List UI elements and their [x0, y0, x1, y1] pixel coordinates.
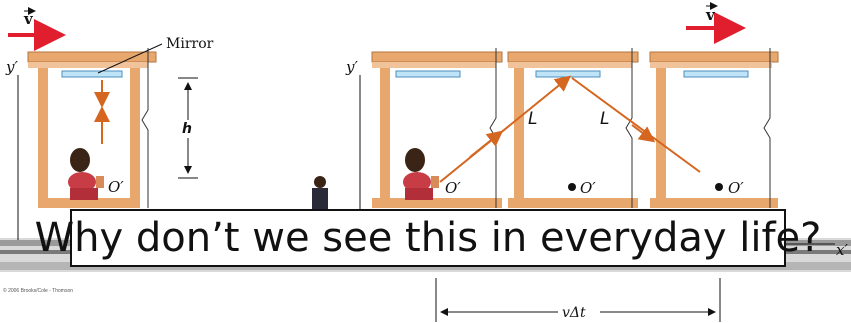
light-path-diagonal-2 — [571, 77, 701, 173]
mirror-label: Mirror — [166, 36, 214, 52]
copyright-notice: © 2006 Brooks/Cole - Thomson — [3, 288, 74, 294]
vdt-label: vΔt — [562, 305, 586, 321]
mirror-left — [61, 70, 123, 78]
light-path-arrow-mid-2 — [631, 124, 656, 143]
velocity-label-left: v — [23, 10, 34, 28]
o-prime-label-car2: O′ — [580, 179, 596, 197]
right-car-1 — [371, 48, 503, 208]
velocity-label-right: v — [705, 6, 716, 24]
o-prime-label-car1: O′ — [445, 179, 461, 197]
vdt-dimension — [435, 278, 721, 322]
left-car — [27, 48, 157, 208]
y-prime-label-left: y′ — [5, 58, 18, 76]
x-prime-label: x′ — [836, 241, 848, 259]
L-label-2: L — [600, 109, 609, 129]
caption-box: Why don’t we see this in everyday life? — [35, 209, 821, 267]
L-label-1: L — [528, 109, 537, 129]
y-prime-label-right: y′ — [345, 58, 358, 76]
caption-text: Why don’t we see this in everyday life? — [34, 215, 822, 261]
light-path-arrow-mid-1 — [469, 130, 504, 158]
height-dimension — [178, 77, 198, 179]
height-label: h — [182, 121, 192, 137]
light-path-diagonal-1 — [439, 75, 572, 183]
o-prime-label-left: O′ — [108, 178, 124, 196]
o-prime-label-car3: O′ — [728, 179, 744, 197]
right-car-3 — [649, 48, 779, 208]
mirror-pointer — [97, 43, 163, 74]
observer-left — [68, 148, 104, 200]
